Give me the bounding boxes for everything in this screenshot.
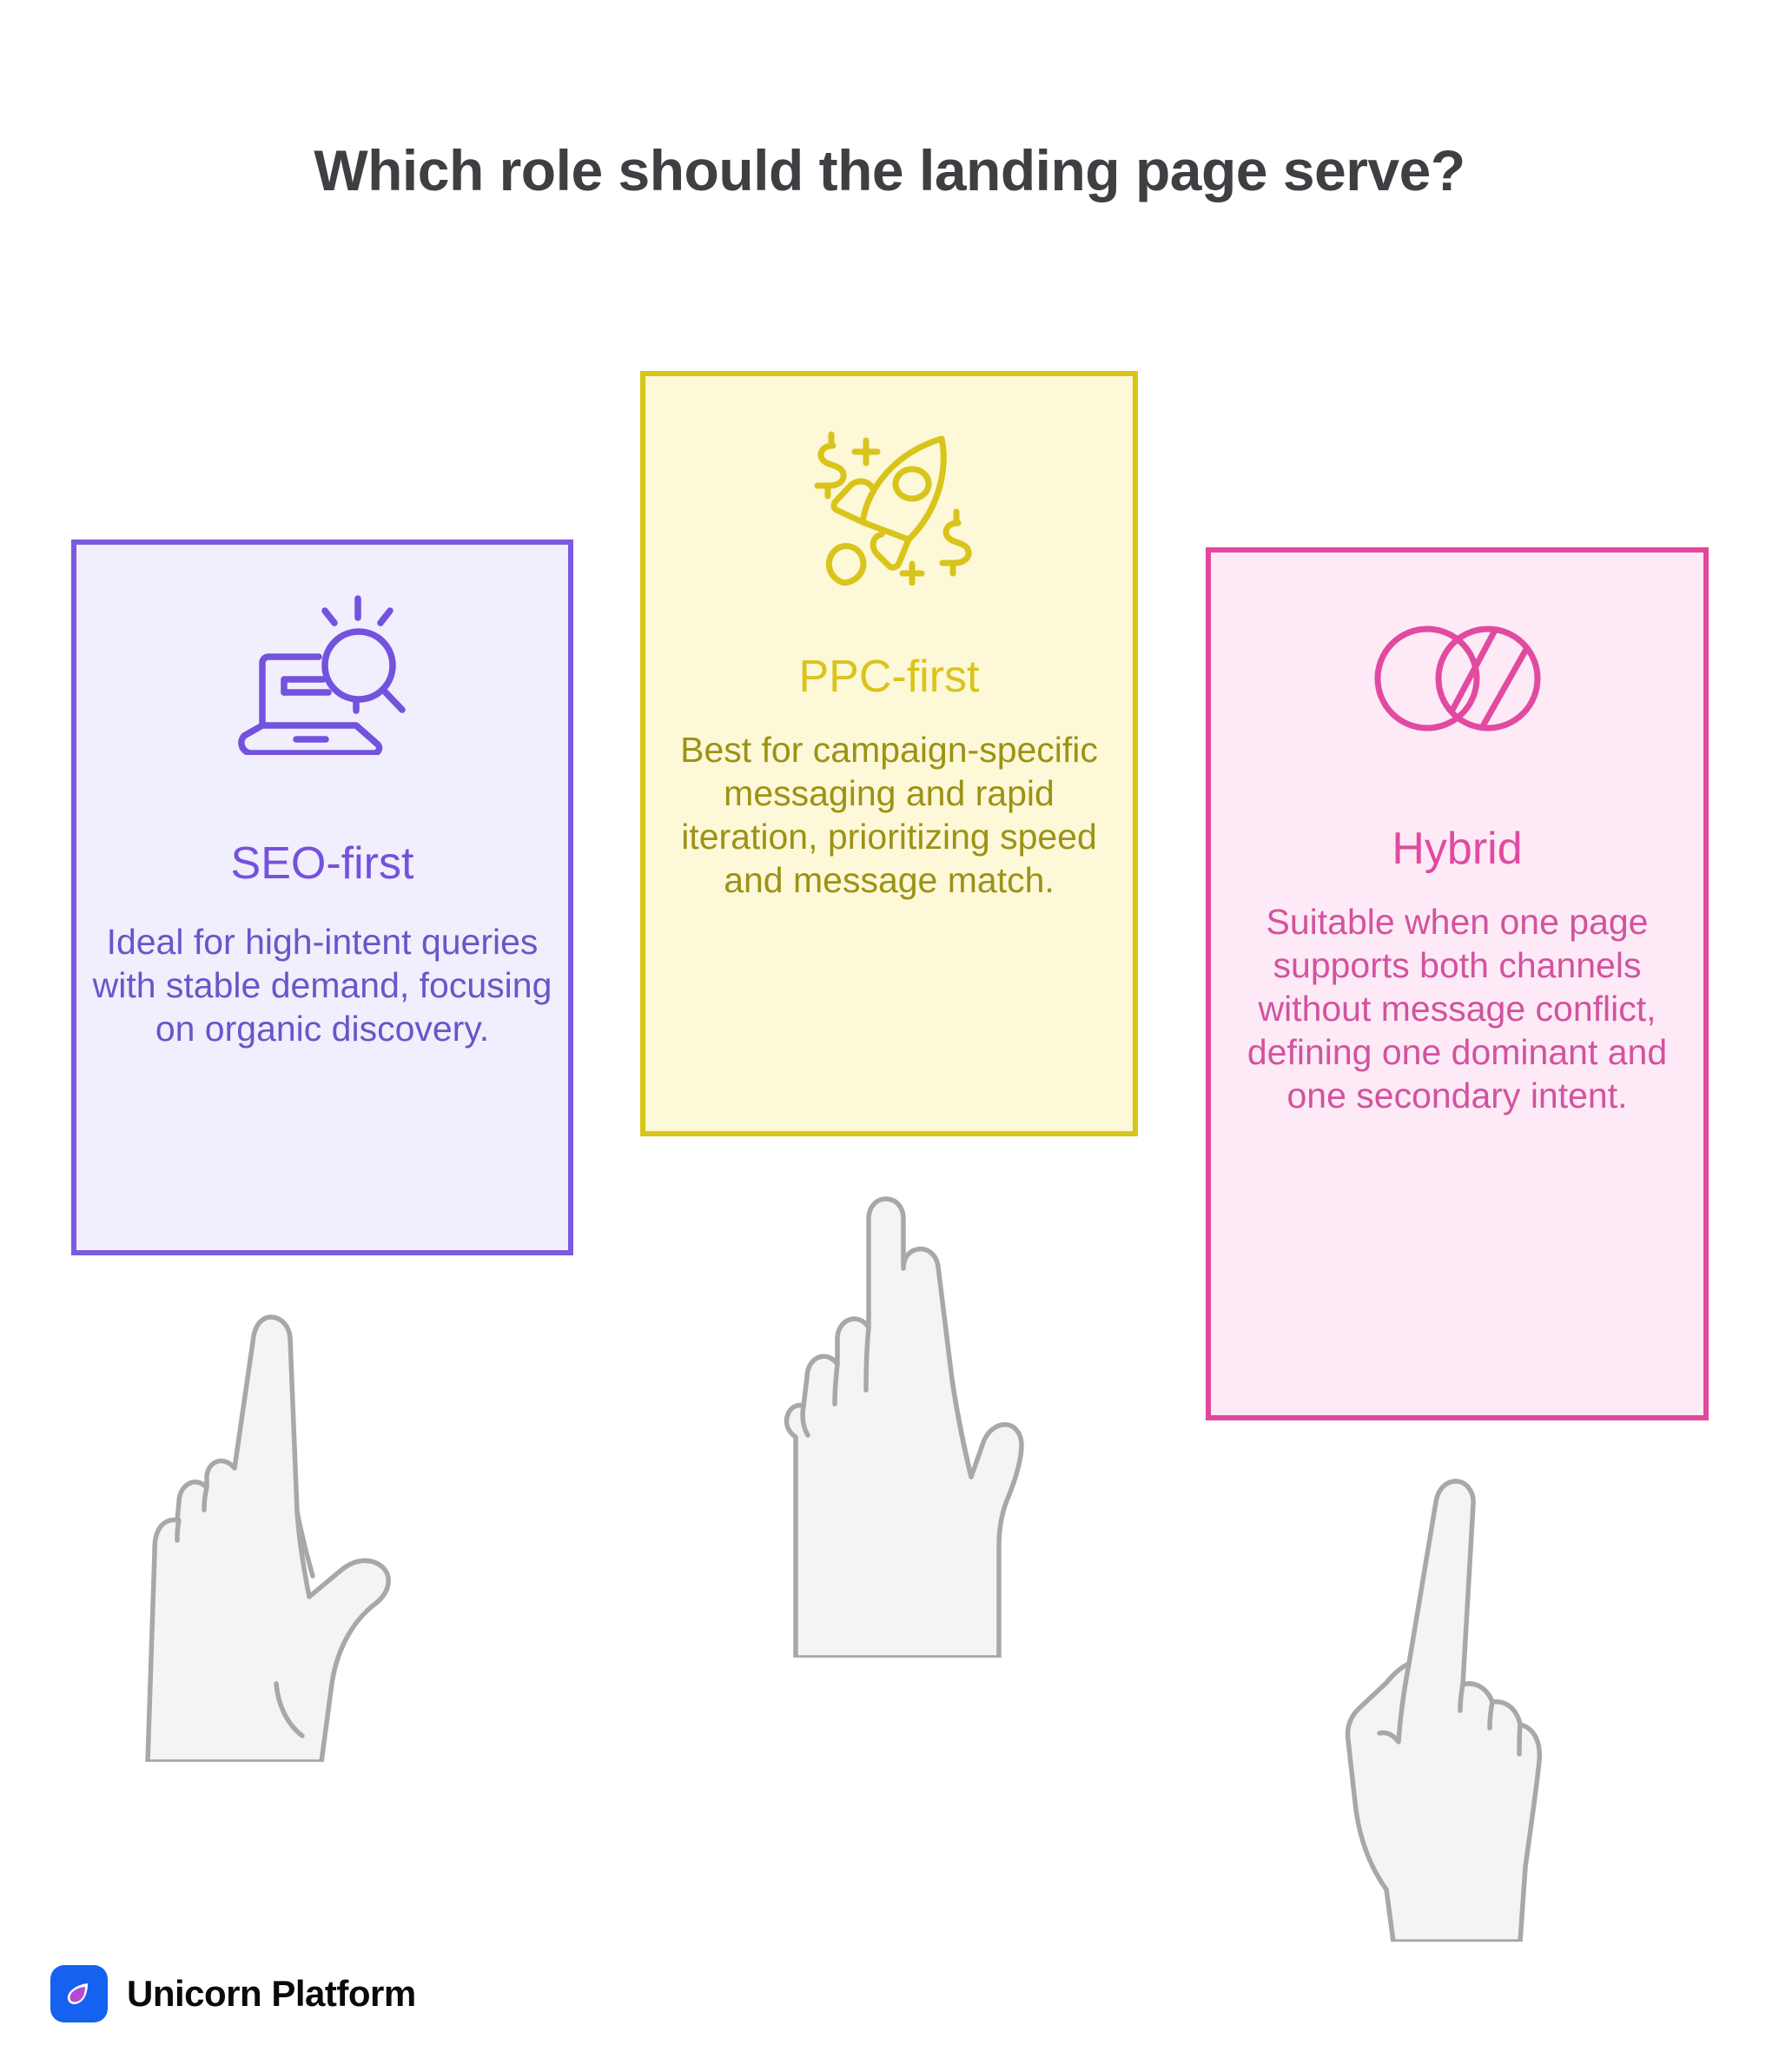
rocket-money-icon <box>798 425 981 590</box>
pointing-hand-icon-left <box>104 1275 417 1766</box>
laptop-search-icon <box>235 590 409 759</box>
pointing-hand-icon-right <box>1303 1455 1564 1946</box>
pointing-hand-icon-center <box>764 1171 1025 1662</box>
card-ppc-first: PPC-first Best for campaign-specific mes… <box>640 371 1138 1136</box>
venn-overlap-icon <box>1349 626 1566 736</box>
card-seo-first-heading: SEO-first <box>230 838 414 889</box>
card-hybrid: Hybrid Suitable when one page supports b… <box>1206 547 1709 1420</box>
card-seo-first: SEO-first Ideal for high-intent queries … <box>71 540 573 1255</box>
card-hybrid-heading: Hybrid <box>1392 824 1523 874</box>
brand-name: Unicorn Platform <box>127 1973 416 2014</box>
footer-brand: Unicorn Platform <box>50 1965 416 2022</box>
page-title: Which role should the landing page serve… <box>314 138 1465 202</box>
card-ppc-first-heading: PPC-first <box>798 652 980 702</box>
unicorn-platform-logo-icon <box>50 1965 108 2022</box>
card-hybrid-body: Suitable when one page supports both cha… <box>1247 902 1668 1116</box>
card-ppc-first-body: Best for campaign-specific messaging and… <box>680 730 1098 901</box>
card-seo-first-body: Ideal for high-intent queries with stabl… <box>92 922 552 1049</box>
